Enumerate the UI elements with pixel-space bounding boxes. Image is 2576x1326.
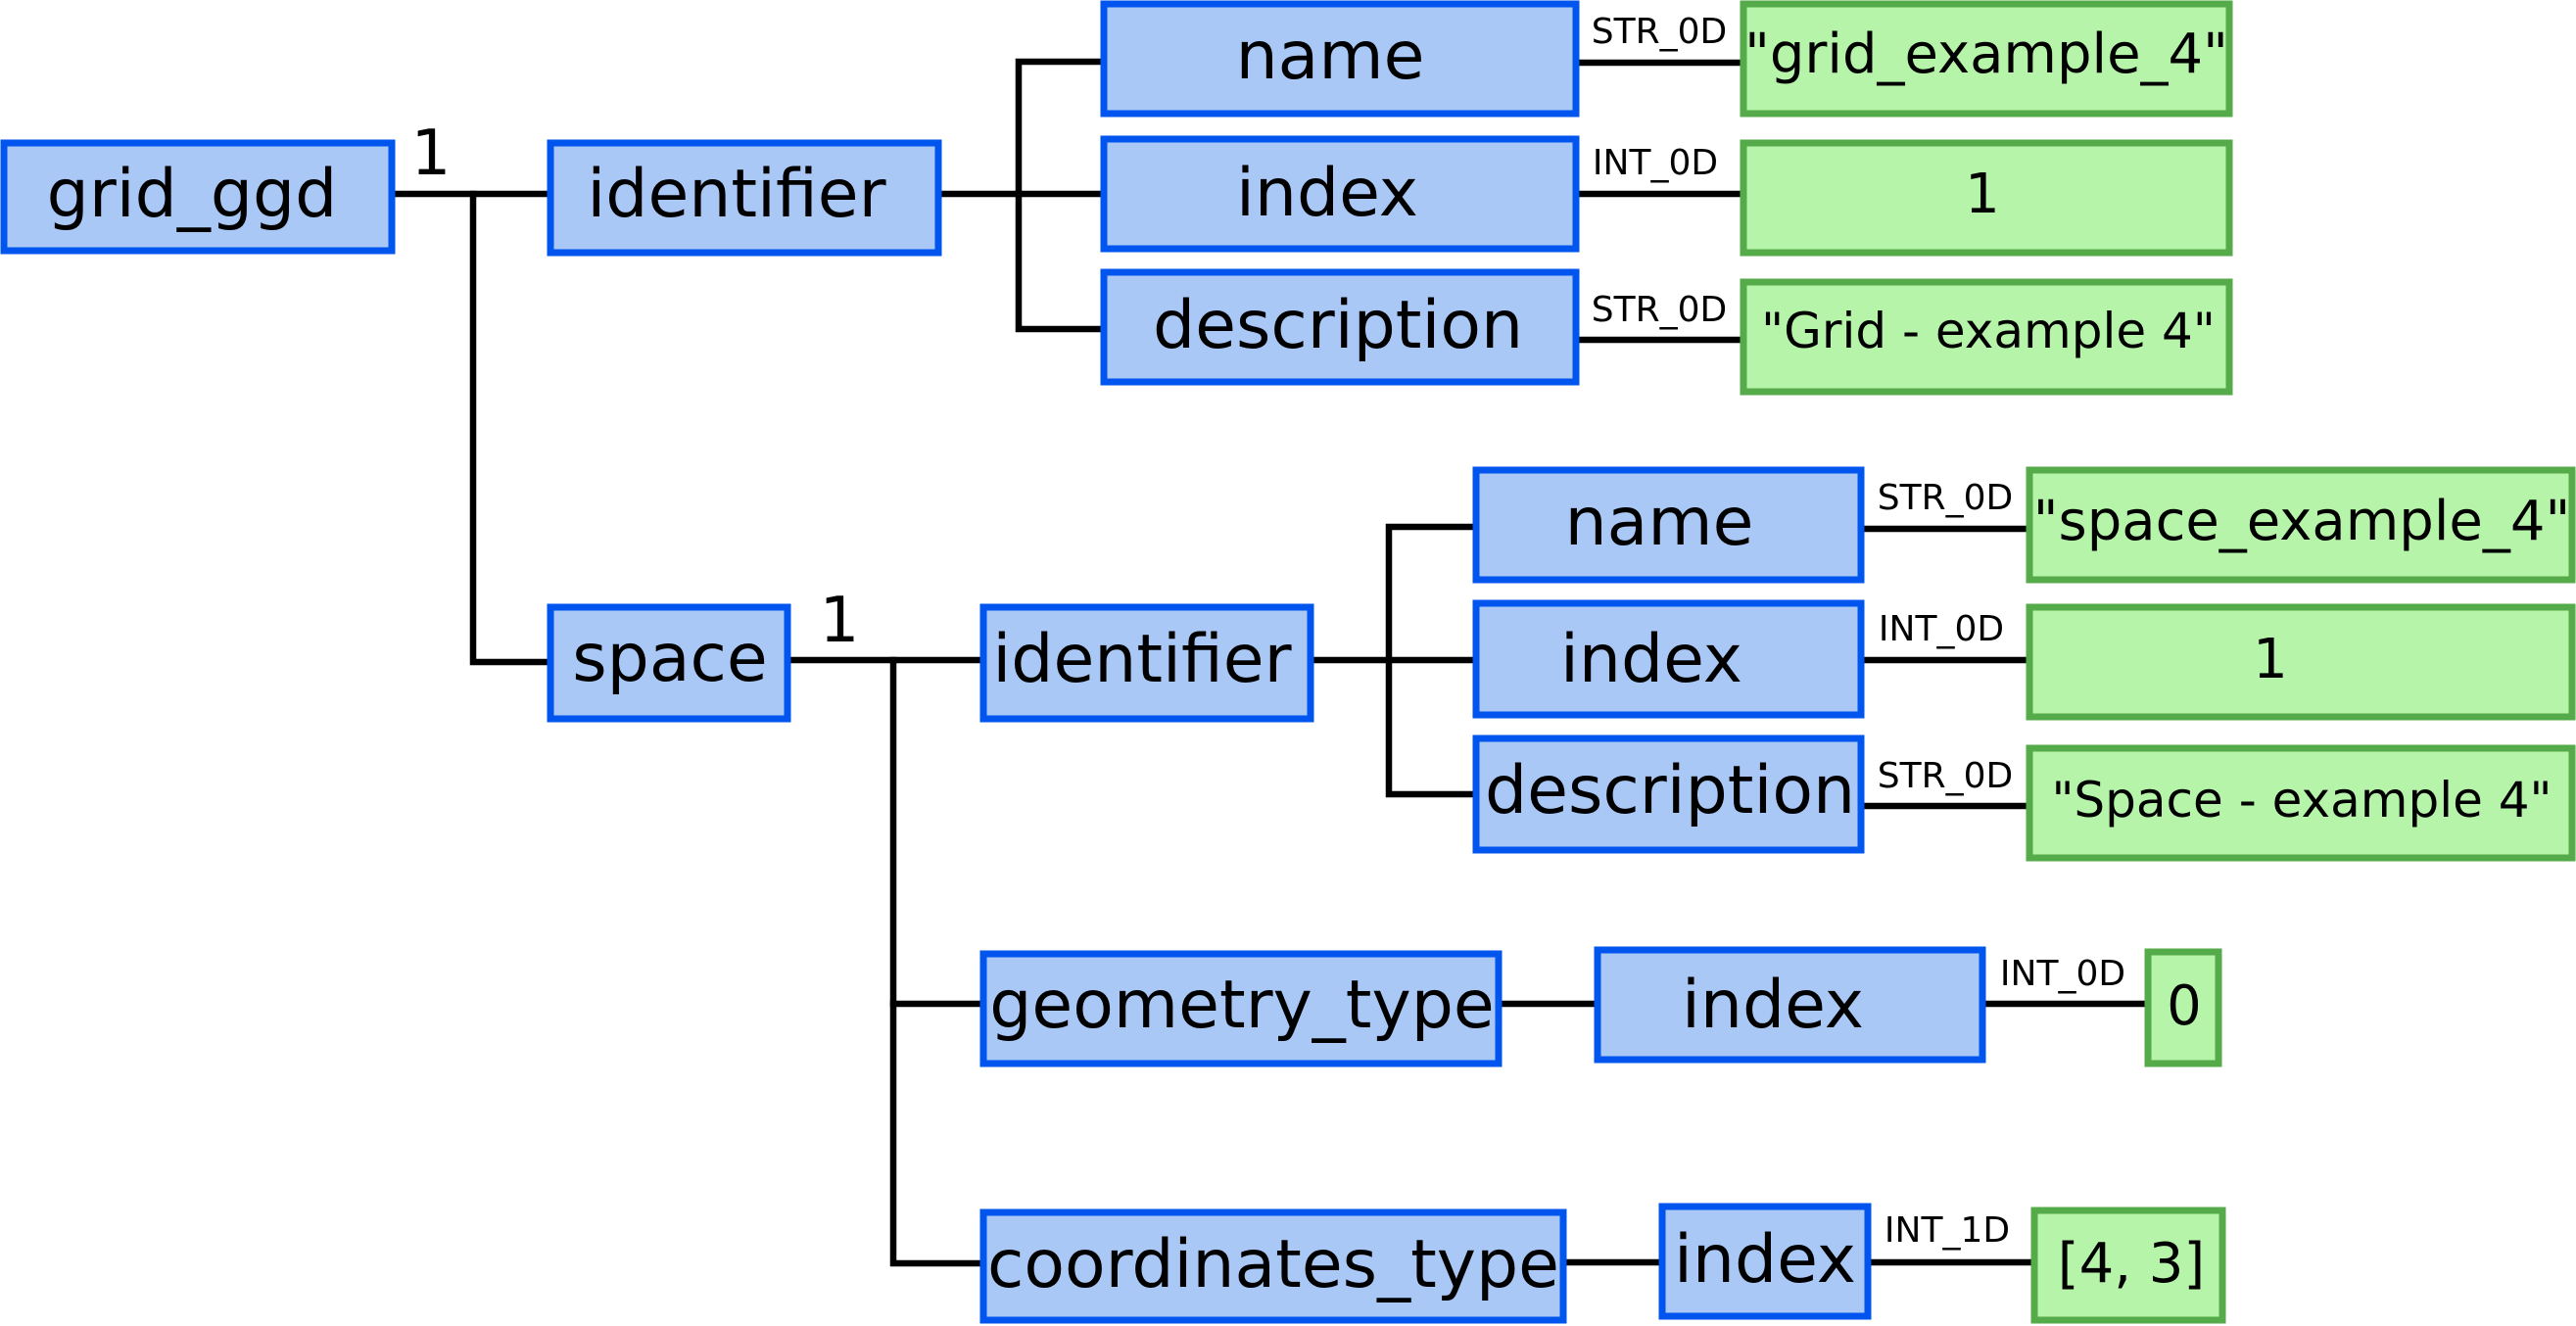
node-geometry-type: geometry_type — [979, 950, 1503, 1067]
value-coordinates-type-index: [4, 3] — [2030, 1207, 2226, 1324]
node-label: index — [1236, 155, 1418, 232]
type-label-coordinates-index: INT_1D — [1884, 1210, 2010, 1251]
node-label: space — [572, 620, 767, 697]
value-space-description: "Space - example 4" — [2026, 744, 2576, 862]
value-space-name: "space_example_4" — [2026, 466, 2576, 584]
type-label-geometry-index: INT_0D — [2000, 954, 2125, 994]
node-space: space — [547, 603, 791, 723]
value-label: "space_example_4" — [2033, 490, 2570, 553]
node-label: name — [1565, 484, 1754, 561]
node-label: geometry_type — [989, 967, 1494, 1044]
node-space-identifier: identifier — [979, 603, 1314, 723]
type-label-space-name: STR_0D — [1878, 478, 2013, 518]
node-grid-identifier-index: index — [1100, 135, 1580, 253]
node-coordinates-type: coordinates_type — [979, 1208, 1567, 1324]
value-label: "grid_example_4" — [1744, 23, 2228, 86]
value-label: 1 — [1965, 163, 2000, 226]
node-grid-identifier-description: description — [1100, 268, 1580, 386]
node-label: name — [1236, 18, 1425, 95]
value-grid-description: "Grid - example 4" — [1740, 278, 2233, 396]
multiplicity-label-root: 1 — [411, 118, 452, 190]
node-space-identifier-name: name — [1472, 466, 1865, 584]
node-grid-identifier: identifier — [547, 139, 942, 257]
type-label-space-description: STR_0D — [1878, 756, 2013, 796]
node-space-identifier-description: description — [1472, 734, 1865, 854]
edge-grid-identifier-branch — [1015, 58, 1105, 333]
type-label-grid-description: STR_0D — [1592, 290, 1727, 330]
node-grid-ggd: grid_ggd — [0, 139, 396, 255]
node-label: coordinates_type — [987, 1226, 1559, 1303]
node-label: grid_ggd — [47, 156, 338, 233]
node-label: index — [1682, 967, 1864, 1044]
value-space-index: 1 — [2026, 603, 2576, 721]
node-space-identifier-index: index — [1472, 599, 1865, 719]
edge-root-trunk-to-space — [469, 190, 552, 666]
node-coordinates-type-index: index — [1658, 1203, 1872, 1320]
value-geometry-type-index: 0 — [2144, 948, 2222, 1067]
value-label: "Grid - example 4" — [1761, 303, 2216, 359]
value-label: 1 — [2253, 628, 2288, 691]
value-grid-index: 1 — [1740, 139, 2233, 257]
node-geometry-type-index: index — [1594, 946, 1986, 1064]
value-grid-name: "grid_example_4" — [1740, 0, 2233, 118]
type-label-space-index: INT_0D — [1879, 609, 2004, 649]
node-grid-identifier-name: name — [1100, 0, 1580, 118]
node-label: identifier — [992, 621, 1291, 698]
connectors — [390, 58, 2151, 1267]
node-label: index — [1674, 1221, 1856, 1299]
type-label-grid-name: STR_0D — [1592, 12, 1727, 52]
edge-space-identifier-branch — [1385, 523, 1479, 798]
edge-space-trunk-to-children — [889, 656, 987, 1267]
multiplicity-label-space: 1 — [820, 585, 860, 657]
value-label: "Space - example 4" — [2051, 772, 2552, 829]
node-label: identifier — [587, 156, 885, 233]
node-label: description — [1153, 287, 1523, 364]
value-label: [4, 3] — [2058, 1232, 2206, 1296]
type-label-grid-index: INT_0D — [1593, 143, 1718, 183]
node-label: description — [1485, 752, 1855, 829]
node-label: index — [1560, 621, 1742, 698]
value-label: 0 — [2167, 974, 2202, 1038]
